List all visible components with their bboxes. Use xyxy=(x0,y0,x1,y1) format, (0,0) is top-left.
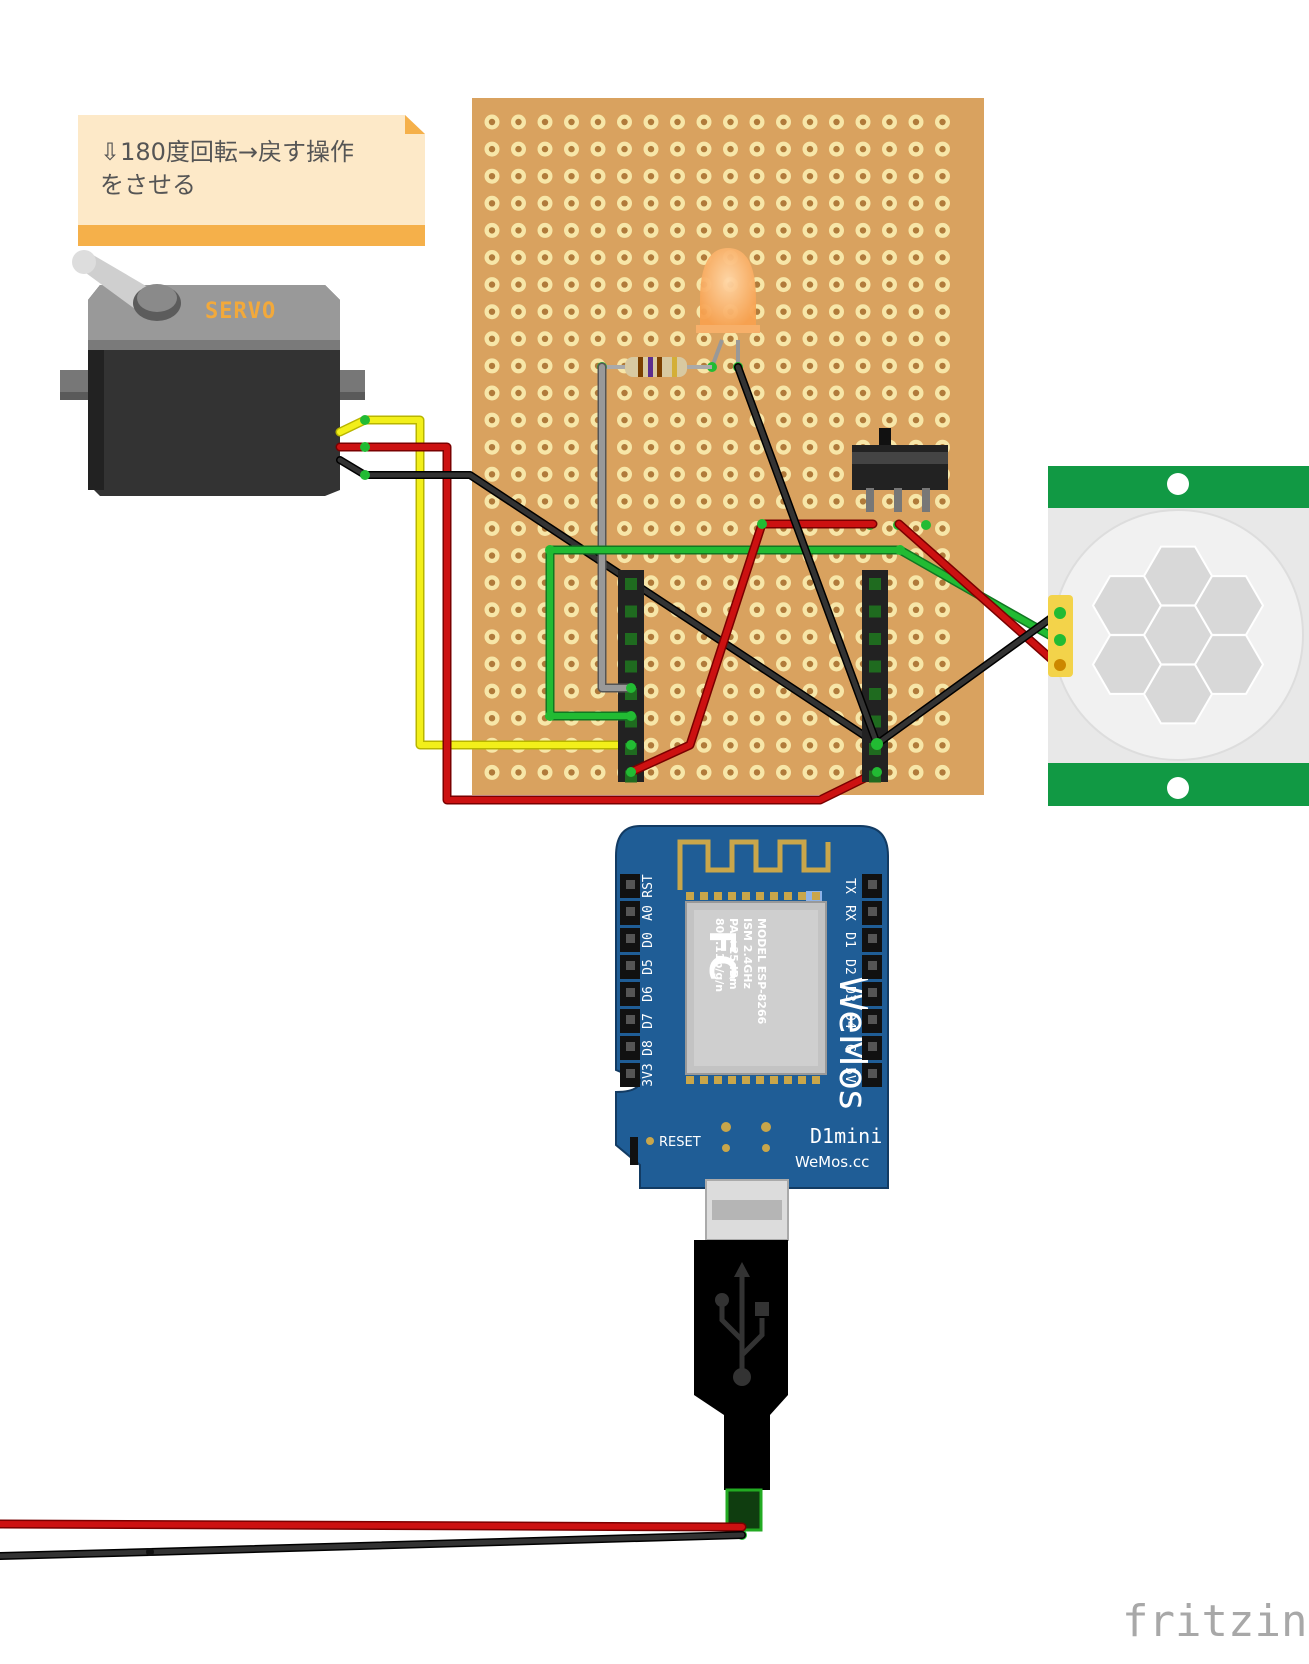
pir-lens xyxy=(1091,545,1265,725)
servo-wires xyxy=(335,415,882,805)
pin-label-right: G xyxy=(842,1044,857,1052)
reset-label: RESET xyxy=(659,1135,701,1150)
pin-label-right: D1 xyxy=(842,932,857,948)
usb-cable[interactable] xyxy=(694,1179,789,1540)
pin-label-left: D8 xyxy=(641,1040,656,1056)
servo-motor[interactable]: SERVO xyxy=(60,250,365,496)
note-line-2: をさせる xyxy=(100,171,196,199)
pin-label-left: D6 xyxy=(641,986,656,1002)
pin-label-right: 5V xyxy=(842,1067,857,1083)
chip-text-line: PA +25dBm xyxy=(727,918,740,990)
annotation-note[interactable]: ⇩180度回転→戻す操作 をさせる xyxy=(78,115,425,246)
pin-label-left: A0 xyxy=(641,905,656,921)
pir-lens-cell xyxy=(1193,634,1265,695)
chip-text-line: ISM 2.4GHz xyxy=(741,918,754,989)
pin-label-left: D7 xyxy=(641,1013,656,1029)
servo-label: SERVO xyxy=(205,299,276,324)
perfboard-wires xyxy=(545,362,1063,777)
pin-label-left: 3V3 xyxy=(641,1063,656,1086)
power-wires xyxy=(0,1519,747,1560)
pin-label-right: TX xyxy=(842,878,857,894)
pin-label-right: RX xyxy=(842,905,857,921)
fc-mark: FC xyxy=(701,930,742,981)
pin-label-right: D3 xyxy=(842,986,857,1002)
board-site: WeMos.cc xyxy=(795,1153,869,1171)
reset-button[interactable] xyxy=(630,1137,638,1165)
pin-label-left: RST xyxy=(641,874,656,898)
header-right[interactable] xyxy=(862,570,888,783)
pir-sensor[interactable] xyxy=(1048,466,1309,806)
pir-lens-cell xyxy=(1091,634,1163,695)
header-left[interactable] xyxy=(618,570,644,783)
usb-icon xyxy=(719,1270,765,1372)
board-name: D1mini xyxy=(810,1124,882,1148)
chip-text-line: 802.11b/g/n xyxy=(713,918,726,992)
fritzing-logo: fritzing xyxy=(1122,1596,1309,1647)
chip-text-line: MODEL ESP-8266 xyxy=(755,918,768,1025)
pin-label-right: D4 xyxy=(842,1013,857,1029)
shield-castellation xyxy=(686,892,820,1084)
pin-label-left: D0 xyxy=(641,932,656,948)
note-line-1: ⇩180度回転→戻す操作 xyxy=(100,138,354,166)
pin-label-right: D2 xyxy=(842,959,857,975)
pin-label-left: D5 xyxy=(641,959,656,975)
